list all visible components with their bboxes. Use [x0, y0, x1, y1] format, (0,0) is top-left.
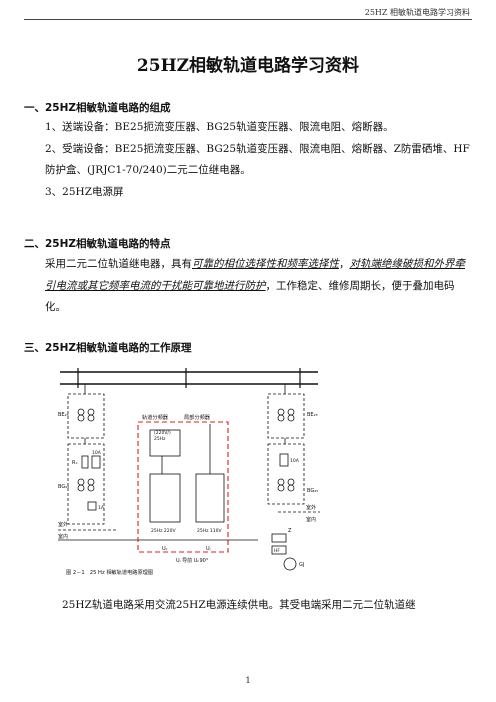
label-be-left: BE₂₅	[58, 412, 69, 418]
list-item: 1、送端设备：BE25扼流变压器、BG25轨道变压器、限流电阻、熔断器。	[45, 121, 394, 133]
label-be-right: BE₂₅	[307, 412, 318, 418]
label-z: Z	[288, 528, 292, 534]
highlight-text: 可靠的相位选择性和频率选择性	[192, 258, 339, 270]
label-rx: Rₓ	[72, 460, 78, 466]
label-10a-right: 10A	[290, 458, 300, 464]
label-indoor-right: 室内	[306, 516, 316, 523]
section-1-body: 1、送端设备：BE25扼流变压器、BG25轨道变压器、限流电阻、熔断器。 2、受…	[24, 117, 472, 203]
section-heading-2: 二、25HZ相敏轨道电路的特点	[24, 238, 171, 250]
running-header: 25HZ 相敏轨道电路学习资料	[364, 8, 470, 17]
section-heading-3: 三、25HZ相敏轨道电路的工作原理	[24, 342, 192, 354]
label-1a: 1A	[98, 505, 105, 511]
label-bg-left: BG₂₅	[58, 484, 69, 490]
label-uj: Uⱼ	[206, 546, 211, 552]
paragraph: 采用二元二位轨道继电器，具有可靠的相位选择性和频率选择性，对轨端绝缘破损和外界牵…	[45, 258, 465, 313]
label-hf: HF	[274, 548, 280, 554]
label-outdoor-right: 室外	[306, 504, 316, 511]
label-voltage-2: 25Hz	[154, 436, 166, 442]
circuit-diagram: 轨道分频器 局部分频器 (220V/) 25Hz BE₂₅ BE₂₅ BG₂₅ …	[58, 368, 320, 576]
section-heading-1: 一、25HZ相敏轨道电路的组成	[24, 102, 171, 114]
label-gj: GJ	[299, 562, 304, 568]
paragraph: 25HZ轨道电路采用交流25HZ电源连续供电。其受电端采用二元二位轨道继	[62, 599, 416, 611]
label-indoor-left: 室内	[58, 533, 68, 540]
section-3-body: 25HZ轨道电路采用交流25HZ电源连续供电。其受电端采用二元二位轨道继	[24, 595, 472, 617]
section-2-body: 采用二元二位轨道继电器，具有可靠的相位选择性和频率选择性，对轨端绝缘破损和外界牵…	[24, 254, 472, 319]
label-outdoor-left: 室外	[58, 521, 68, 528]
label-voltage-1: (220V/)	[154, 430, 171, 436]
page-number: 1	[245, 676, 251, 685]
label-25hz-220v: 25Hz 220V	[151, 528, 176, 534]
label-local-separator: 局部分频器	[184, 413, 211, 421]
page-title: 25HZ相敏轨道电路学习资料	[136, 56, 360, 76]
label-25hz-110v: 25Hz 110V	[197, 528, 222, 534]
list-item: 2、受端设备：BE25扼流变压器、BG25轨道变压器、限流电阻、熔断器、Z防雷硒…	[45, 142, 470, 177]
label-rail-separator: 轨道分频器	[142, 413, 169, 421]
label-bg-right: BG₂₅	[307, 488, 318, 494]
highlight-text: 对轨端绝缘破损和外界牵引电流或其它频率电流的干扰能可靠地进行防护	[45, 258, 465, 292]
list-item: 3、25HZ电源屏	[45, 185, 124, 198]
label-10a-left: 10A	[92, 450, 102, 456]
label-uk: Uₖ	[162, 546, 168, 552]
label-uj-leads-uk: Uⱼ 导前 Uₖ90°	[176, 557, 209, 564]
figure-caption: 图 2－1 25 Hz 相敏轨道电路原理图	[66, 568, 153, 576]
header-rule	[24, 19, 472, 20]
